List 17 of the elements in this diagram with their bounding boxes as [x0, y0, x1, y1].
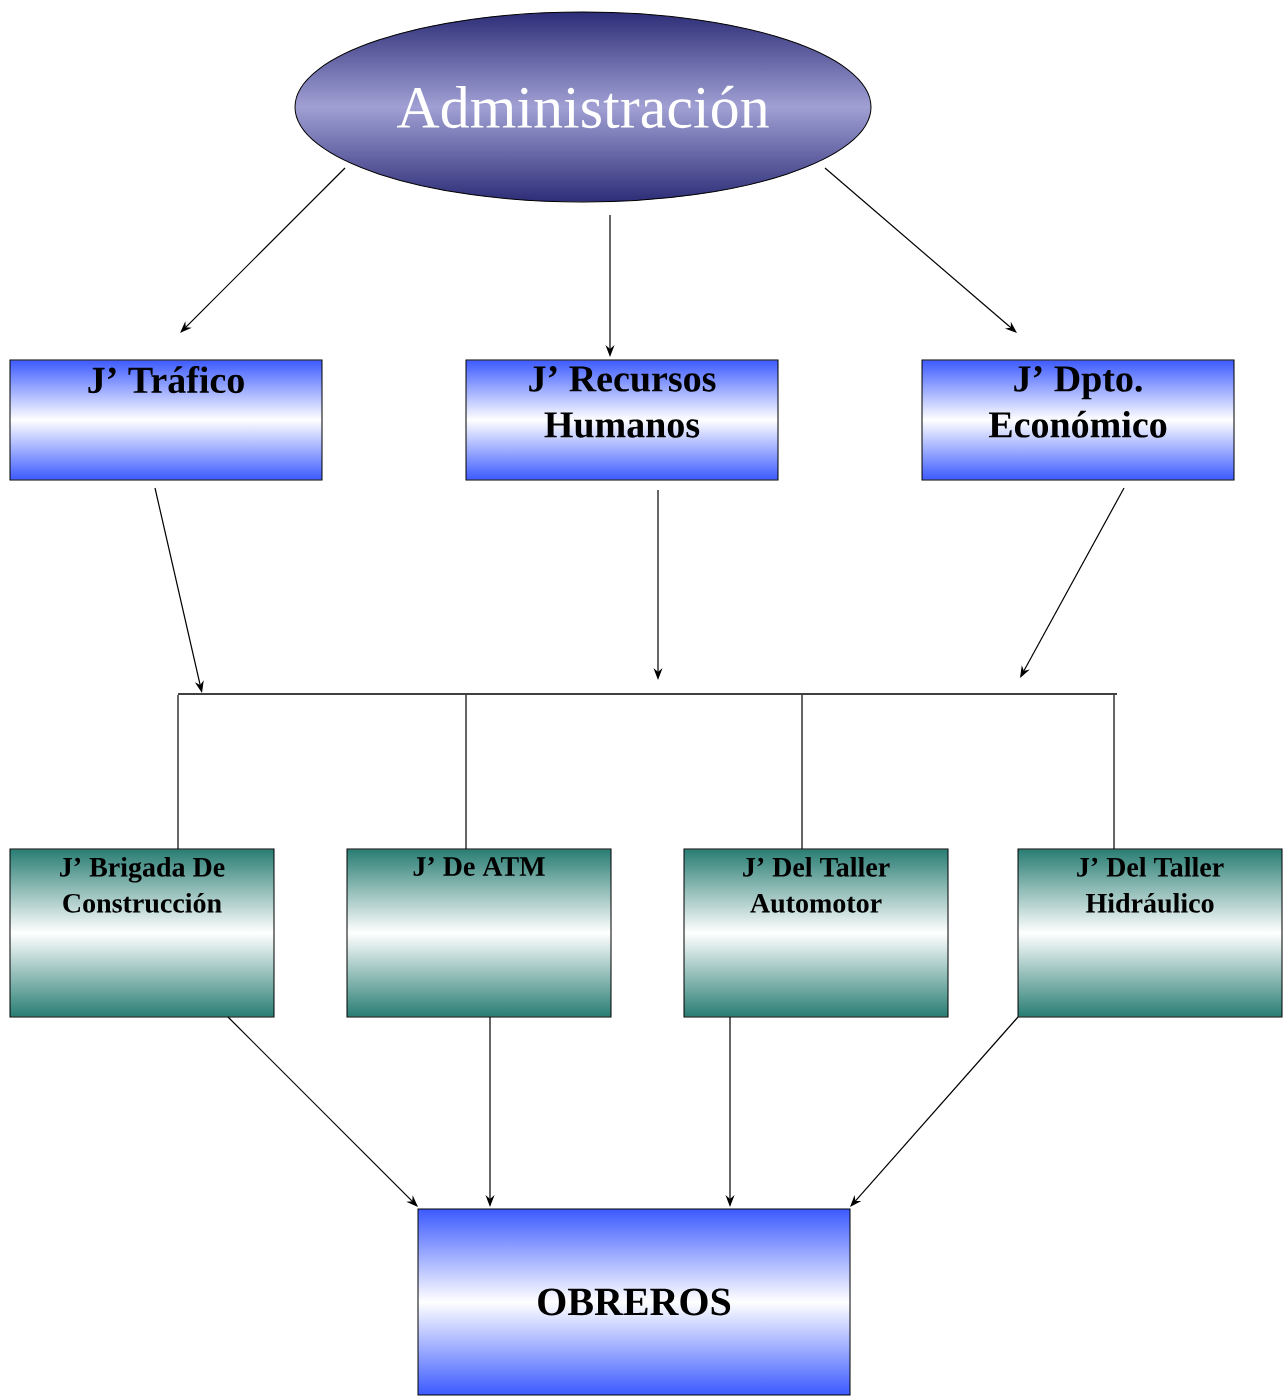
arrow	[850, 1016, 1019, 1207]
connector-line	[177, 694, 179, 850]
arrow	[227, 1016, 418, 1207]
connector-line	[1113, 694, 1115, 850]
section-box: J’ Del Taller Automotor	[683, 848, 949, 1018]
department-box: J’ Recursos Humanos	[465, 359, 779, 481]
arrow	[180, 167, 346, 333]
connector-line	[801, 694, 803, 850]
arrow	[824, 167, 1017, 333]
section-box: J’ Del Taller Hidráulico	[1017, 848, 1283, 1018]
arrow	[1020, 487, 1125, 678]
section-box: J’ Brigada De Construcción	[9, 848, 275, 1018]
section-box: J’ De ATM	[346, 848, 612, 1018]
connector-line	[465, 694, 467, 850]
workers-box: OBREROS	[417, 1208, 851, 1396]
department-box: J’ Dpto. Económico	[921, 359, 1235, 481]
department-box: J’ Tráfico	[9, 359, 323, 481]
